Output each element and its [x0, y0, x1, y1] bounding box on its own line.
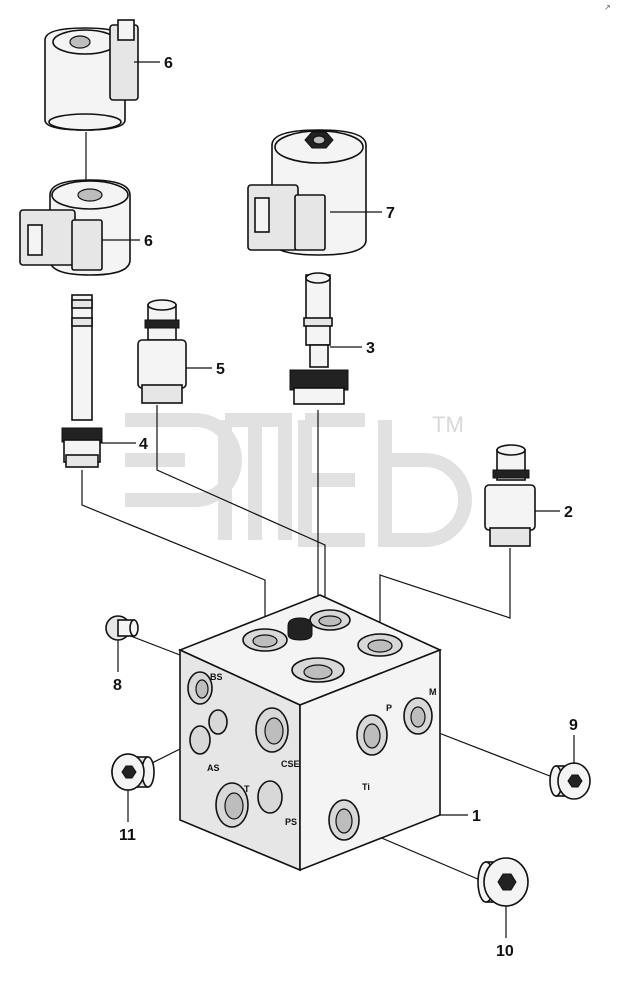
callout-6-lower: 6 — [144, 233, 153, 250]
callout-10: 10 — [496, 943, 514, 960]
solenoid-valve-part-3 — [289, 272, 349, 405]
callout-2: 2 — [564, 504, 573, 521]
corner-mark: ↗ — [604, 3, 611, 12]
callout-6-upper: 6 — [164, 55, 173, 72]
port-label-ti: Ti — [362, 782, 370, 792]
port-label-cse: CSE — [281, 759, 300, 769]
coil-part-6-lower — [19, 179, 131, 276]
callout-3: 3 — [366, 340, 375, 357]
callout-11: 11 — [119, 827, 136, 844]
callout-1: 1 — [472, 808, 481, 825]
callout-7: 7 — [386, 205, 395, 222]
plug-part-11 — [111, 753, 155, 791]
callout-leaders — [100, 61, 575, 938]
cartridge-valve-part-4 — [61, 294, 103, 468]
check-valve-part-5 — [137, 299, 187, 404]
watermark-logo: TM — [125, 412, 472, 547]
port-label-as: AS — [207, 763, 220, 773]
plug-part-8 — [105, 615, 139, 641]
valve-block-part-1 — [177, 594, 443, 872]
watermark-tm: TM — [432, 412, 464, 437]
port-label-m: M — [429, 687, 437, 697]
plug-part-9 — [549, 762, 591, 800]
callout-8: 8 — [113, 677, 122, 694]
callout-4: 4 — [139, 436, 148, 453]
callout-9: 9 — [569, 717, 578, 734]
port-label-t: T — [244, 784, 250, 794]
assembly-lines — [81, 132, 556, 881]
plug-part-10 — [477, 857, 529, 907]
coil-part-7 — [247, 129, 367, 256]
port-label-bs: BS — [210, 672, 223, 682]
check-valve-part-2 — [484, 444, 536, 547]
port-label-p: P — [386, 703, 392, 713]
coil-part-6-upper — [44, 19, 139, 131]
port-label-ps: PS — [285, 817, 297, 827]
callout-5: 5 — [216, 361, 225, 378]
